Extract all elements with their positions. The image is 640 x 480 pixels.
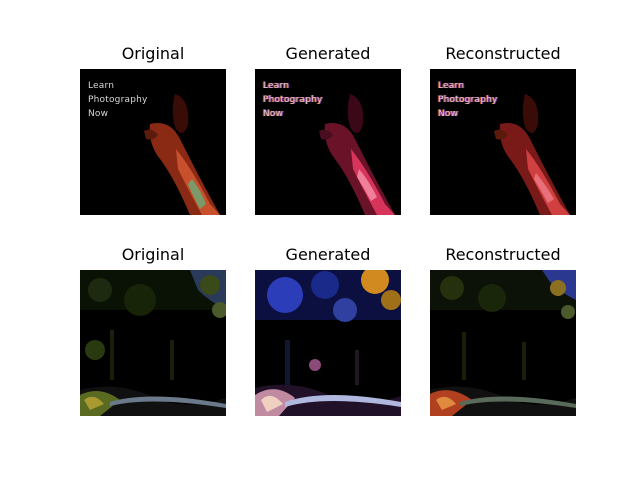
overlay-line: Photography — [88, 95, 148, 105]
overlay-text: Learn Photography Now — [88, 79, 148, 121]
image-landscape-original — [80, 270, 226, 416]
overlay-line: Learn — [263, 81, 290, 91]
overlay-line: Now — [263, 109, 284, 119]
panel-title: Generated — [285, 245, 371, 264]
panel-title: Original — [121, 44, 185, 63]
panel-title: Reconstructed — [445, 44, 561, 63]
overlay-line: Photography — [438, 95, 498, 105]
panel-title: Reconstructed — [445, 245, 561, 264]
overlay-line: Now — [438, 109, 459, 119]
overlay-line: Photography — [263, 95, 323, 105]
panel-title: Original — [121, 245, 185, 264]
image-landscape-generated — [255, 270, 401, 416]
panel-title: Generated — [285, 44, 371, 63]
image-portrait-generated: Learn Photography Now — [255, 69, 401, 215]
overlay-text: Learn Photography Now — [438, 79, 498, 121]
overlay-text: Learn Photography Now — [263, 79, 323, 121]
overlay-line: Now — [88, 109, 109, 119]
image-portrait-reconstructed: Learn Photography Now — [430, 69, 576, 215]
image-landscape-reconstructed — [430, 270, 576, 416]
image-portrait-original: Learn Photography Now — [80, 69, 226, 215]
overlay-line: Learn — [438, 81, 465, 91]
overlay-line: Learn — [88, 81, 115, 91]
